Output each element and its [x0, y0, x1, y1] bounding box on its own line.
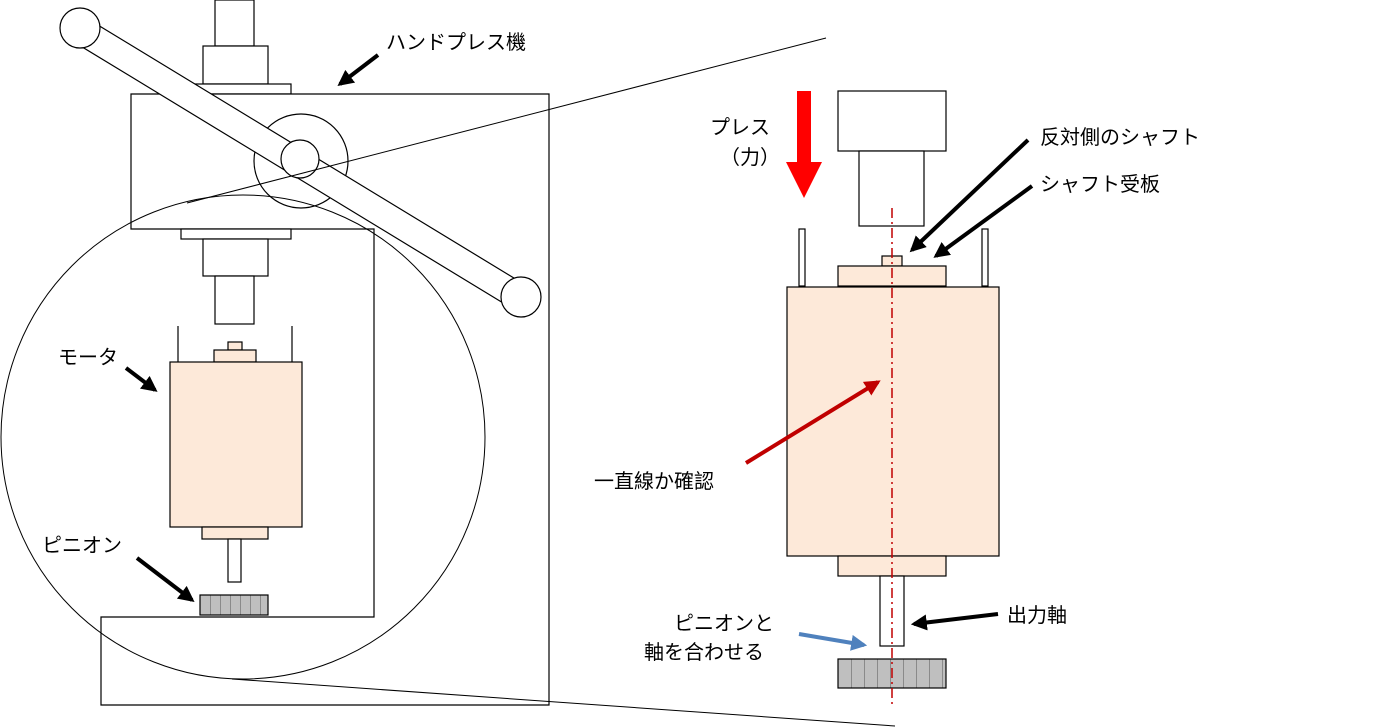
- straight-line-label: 一直線か確認: [594, 469, 714, 493]
- motor-large-terminal-left: [798, 228, 806, 287]
- hand-press-arrow: [337, 53, 380, 86]
- press-force-arrow-shaft: [797, 91, 811, 162]
- align-label-line2: 軸を合わせる: [644, 640, 764, 664]
- motor-small: [169, 326, 303, 583]
- press-label-line1: プレス: [710, 115, 770, 139]
- opposite-shaft-label: 反対側のシャフト: [1040, 125, 1200, 149]
- press-force-arrow-head: [786, 162, 822, 198]
- ram-lower-flange: [180, 228, 292, 240]
- lever-pivot-hub: [280, 139, 320, 179]
- output-shaft-label: 出力軸: [1007, 603, 1067, 627]
- motor-body: [169, 361, 303, 528]
- hand-press-machine: [100, 0, 550, 706]
- motor-arrow: [124, 366, 158, 392]
- align-arrow: [798, 632, 868, 651]
- output-shaft-arrow: [910, 612, 999, 631]
- motor-shaft: [227, 538, 242, 583]
- magnify-circle: [0, 194, 486, 680]
- press-lever: [59, 7, 542, 318]
- motor-top-cap: [213, 349, 257, 363]
- pinion-arrow: [135, 556, 195, 602]
- ram-enlarged-upper: [837, 90, 947, 152]
- align-label-line1: ピニオンと: [674, 611, 774, 635]
- ram-top: [214, 0, 255, 47]
- magnify-callout: [0, 37, 896, 727]
- pinion-small: [199, 594, 269, 616]
- motor-large-terminal-right: [981, 228, 989, 287]
- motor-bottom-cap: [201, 526, 269, 540]
- press-label-line2: （力）: [720, 145, 780, 169]
- opposite-shaft-arrow: [909, 138, 1030, 253]
- shaft-plate-label: シャフト受板: [1040, 172, 1160, 196]
- pinion-label: ピニオン: [42, 533, 122, 557]
- lever-knob-bottom: [500, 276, 542, 318]
- lever-knob-top: [59, 7, 101, 49]
- shaft-plate-arrow: [933, 184, 1034, 258]
- hand-press-label: ハンドプレス機: [386, 30, 526, 54]
- motor-label: モータ: [58, 345, 118, 369]
- ram-enlarged: [837, 90, 947, 227]
- magnify-leader-bottom: [231, 678, 896, 727]
- magnify-leader-top: [186, 37, 827, 204]
- ram-tip: [214, 275, 255, 325]
- straight-line-arrow: [744, 380, 881, 465]
- motor-large-body: [786, 286, 1000, 557]
- motor-top-boss: [227, 341, 243, 351]
- ram-collar: [202, 45, 269, 85]
- motor-large: [786, 228, 1000, 647]
- ram-lower-body: [202, 238, 269, 277]
- press-force-arrow: [786, 91, 822, 198]
